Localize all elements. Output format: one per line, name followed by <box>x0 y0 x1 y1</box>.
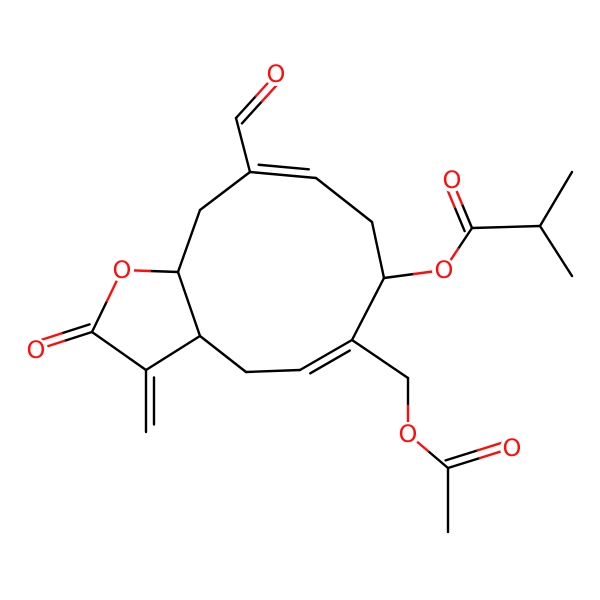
bond-aldehyde-co-double-line2-c-half <box>240 100 264 125</box>
bond-ester-co-double-line2-c-half <box>453 205 466 233</box>
atom-label-o-acetate-link: O <box>399 420 418 448</box>
bond-c1-c10 <box>198 170 252 212</box>
bond-c7-c8 <box>198 334 248 374</box>
bond-c2-c3 <box>314 176 374 224</box>
atom-label-background <box>500 436 524 460</box>
bond-clac-oring-c-half <box>90 299 109 334</box>
atom-label-background <box>110 258 134 282</box>
bond-cac-oac-c-half <box>426 449 450 470</box>
atom-label-o-acetate-carbonyl: O <box>503 434 522 462</box>
bond-c6-c7 <box>244 368 302 374</box>
bond-layer <box>32 72 574 534</box>
atom-label-o-aldehyde: O <box>267 60 286 88</box>
atom-label-layer: O O O O O O O <box>24 60 524 462</box>
bond-c4-c5 <box>350 276 386 342</box>
bond-c1-c2-double-line1 <box>248 170 318 180</box>
bond-c9-c10 <box>176 208 202 274</box>
bond-calpha-c8 <box>144 334 202 372</box>
atom-label-o-lactone-ring: O <box>113 256 132 284</box>
bond-acetate-co-double-line1-c-half <box>446 456 482 470</box>
bond-c1-cald <box>234 116 252 174</box>
bond-c3-c4 <box>370 220 386 280</box>
bond-c5-c6-double-line2 <box>309 349 351 375</box>
bond-lactone-co-double-line2-c-half <box>60 323 91 335</box>
bond-c4-olink-c-half <box>382 272 416 280</box>
bond-clac-calpha <box>90 330 148 372</box>
bond-ciso-me-bot <box>538 224 574 278</box>
bond-c5-c6-double-line1 <box>298 338 354 372</box>
bond-lactone-co-double-line1-c-half <box>62 330 94 343</box>
bond-c1-c2-double-line2 <box>257 163 311 171</box>
atom-label-background <box>396 422 420 446</box>
atom-label-background <box>24 338 48 362</box>
atom-label-o-ester-isobutyrate-link: O <box>435 256 454 284</box>
atom-label-o-lactone-carbonyl: O <box>27 336 46 364</box>
bond-acetate-co-double-line2-c-half <box>444 449 479 462</box>
atom-label-o-ester-isobutyrate-carbonyl: O <box>443 166 462 194</box>
bond-ciso-me-top <box>538 170 574 228</box>
atom-label-background <box>264 62 288 86</box>
bond-cester-ciso <box>470 224 542 230</box>
bond-cester-olink-c-half <box>456 226 474 251</box>
bond-aldehyde-co-double-line1-c-half <box>234 94 258 120</box>
bond-c9-oring-c-half <box>148 269 180 274</box>
bond-ester-co-double-line1-c-half <box>460 202 474 230</box>
atom-label-background <box>440 168 464 192</box>
atom-label-background <box>432 258 456 282</box>
bond-c8-c9 <box>176 270 202 338</box>
bond-c5-ch2 <box>350 338 410 380</box>
